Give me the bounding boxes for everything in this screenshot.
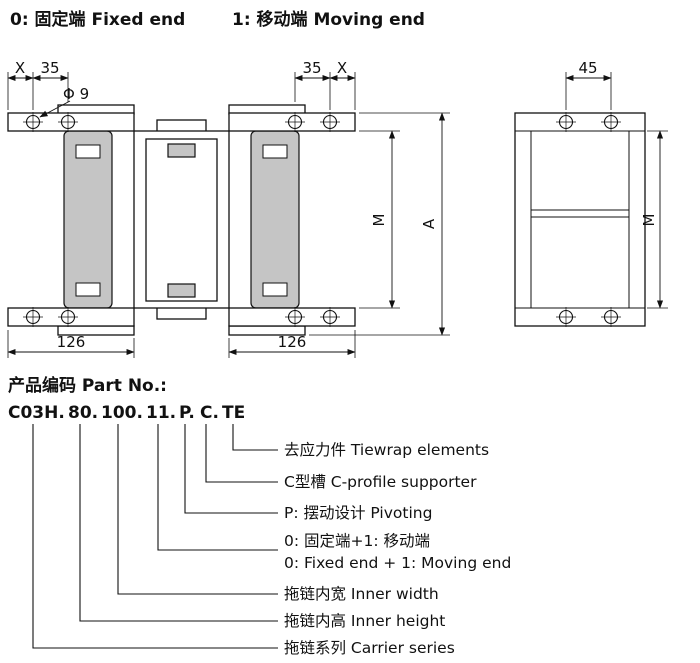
part-number-section: 产品编码 Part No.: C03H. 80. 100. 11. P. C. … bbox=[8, 375, 511, 657]
legend-end-type-line2: 0: Fixed end + 1: Moving end bbox=[284, 554, 511, 572]
part-no-segment-end-type: 11. bbox=[146, 403, 176, 423]
dim-label-x-left: X bbox=[15, 59, 25, 77]
dim-label-126-right: 126 bbox=[278, 333, 307, 351]
dim-label-126-left: 126 bbox=[57, 333, 86, 351]
bolt-hole bbox=[320, 112, 340, 132]
bolt-hole bbox=[556, 112, 576, 132]
side-view-body bbox=[514, 112, 646, 327]
part-no-segment-pivoting: P. bbox=[179, 403, 195, 423]
leader-line-series bbox=[32, 424, 278, 649]
bolt-hole bbox=[58, 307, 78, 327]
side-plate-slot bbox=[75, 282, 101, 297]
dim-label-a: A bbox=[420, 218, 438, 229]
legend-c-profile: C型槽 C-profile supporter bbox=[284, 473, 477, 491]
bolt-hole bbox=[285, 307, 305, 327]
legend-series: 拖链系列 Carrier series bbox=[284, 639, 455, 657]
leader-line-inner-height bbox=[79, 424, 278, 622]
part-no-segment-tiewrap: TE bbox=[222, 403, 245, 423]
front-view bbox=[7, 104, 356, 336]
legend-inner-height: 拖链内高 Inner height bbox=[284, 612, 445, 630]
part-no-segment-c-profile: C. bbox=[200, 403, 219, 423]
inner-link-plate bbox=[145, 138, 218, 302]
part-no-title: 产品编码 Part No.: bbox=[8, 375, 167, 396]
bolt-hole bbox=[285, 112, 305, 132]
part-no-segment-inner-height: 80. bbox=[68, 403, 98, 423]
dim-label-m: M bbox=[370, 214, 388, 227]
dim-label-35-left: 35 bbox=[40, 59, 59, 77]
leader-line-c-profile bbox=[205, 424, 278, 483]
side-view bbox=[514, 112, 646, 327]
hole-diameter-leader bbox=[39, 100, 71, 118]
middle-crossbar-bottom bbox=[167, 283, 196, 298]
dim-label-35-right: 35 bbox=[302, 59, 321, 77]
legend-inner-width: 拖链内宽 Inner width bbox=[284, 585, 439, 603]
bolt-hole bbox=[601, 112, 621, 132]
dimension-annotations: X 35 Φ 9 35 X 45 M A M 126 126 bbox=[7, 59, 668, 358]
legend-tiewrap: 去应力件 Tiewrap elements bbox=[284, 440, 489, 459]
legend-pivoting: P: 摆动设计 Pivoting bbox=[284, 504, 432, 522]
leader-line-inner-width bbox=[117, 424, 278, 595]
part-no-segment-series: C03H. bbox=[8, 403, 65, 423]
bolt-hole bbox=[23, 307, 43, 327]
fixed-end-label: 0: 固定端 Fixed end bbox=[10, 9, 185, 30]
dim-label-m-side: M bbox=[640, 214, 658, 227]
bolt-hole bbox=[320, 307, 340, 327]
dim-label-hole-diameter: Φ 9 bbox=[63, 85, 89, 103]
part-no-segment-inner-width: 100. bbox=[101, 403, 143, 423]
bolt-hole bbox=[23, 112, 43, 132]
moving-end-label: 1: 移动端 Moving end bbox=[232, 9, 425, 30]
bolt-hole bbox=[601, 307, 621, 327]
side-plate-slot bbox=[75, 144, 101, 159]
bolt-hole bbox=[58, 112, 78, 132]
bolt-hole bbox=[556, 307, 576, 327]
side-plate-slot bbox=[262, 282, 288, 297]
legend-end-type-line1: 0: 固定端+1: 移动端 bbox=[284, 532, 430, 550]
dim-label-x-right: X bbox=[337, 59, 347, 77]
middle-crossbar-top bbox=[167, 143, 196, 158]
leader-line-end-type bbox=[157, 424, 278, 551]
side-plate-slot bbox=[262, 144, 288, 159]
leader-line-pivoting bbox=[184, 424, 278, 514]
dim-label-45: 45 bbox=[578, 59, 597, 77]
leader-line-tiewrap bbox=[232, 424, 278, 451]
